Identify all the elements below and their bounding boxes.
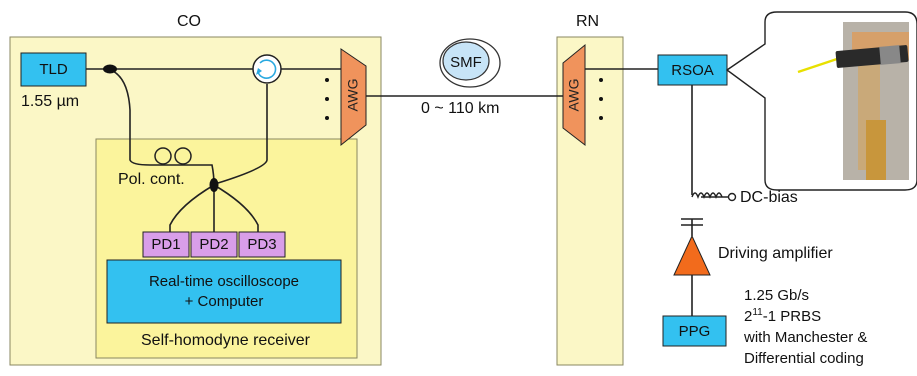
pd1-label: PD1 bbox=[151, 236, 181, 253]
awg-port-dots bbox=[325, 78, 603, 120]
pd3-label: PD3 bbox=[247, 236, 277, 253]
pd1-box bbox=[142, 231, 190, 258]
ppg-settings: 1.25 Gb/s 211-1 PRBS with Manchester & D… bbox=[744, 285, 867, 369]
wavelength-label: 1.55 µm bbox=[21, 93, 80, 110]
ppg-box bbox=[662, 315, 727, 347]
smf-label: SMF bbox=[450, 53, 482, 71]
pd3-box bbox=[238, 231, 286, 258]
distance-label: 0 ~ 110 km bbox=[421, 100, 500, 117]
rn-label: RN bbox=[576, 13, 600, 30]
capacitor-icon bbox=[681, 218, 703, 226]
pd2-label: PD2 bbox=[199, 236, 229, 253]
oscilloscope-label: Real-time oscilloscope + Computer bbox=[107, 260, 341, 323]
prbs-text: 211-1 PRBS bbox=[744, 307, 822, 326]
awg-co-shape bbox=[340, 48, 367, 147]
tld-box bbox=[20, 52, 87, 87]
awg-co-label: AWG bbox=[344, 78, 361, 112]
coding-text-1: with Manchester & bbox=[744, 329, 868, 346]
rsoa-package-photo bbox=[725, 11, 917, 191]
co-label: CO bbox=[177, 13, 201, 30]
circulator-icon bbox=[252, 54, 282, 84]
polarization-controller-icon bbox=[154, 147, 192, 165]
rsoa-box bbox=[657, 54, 728, 86]
receiver-label: Self-homodyne receiver bbox=[141, 332, 310, 349]
coding-text-2: Differential coding bbox=[744, 350, 864, 367]
dc-bias-label: DC-bias bbox=[740, 189, 798, 206]
driving-amplifier-label: Driving amplifier bbox=[718, 245, 833, 262]
tld-label: TLD bbox=[39, 61, 68, 78]
fiber-coupler-icon bbox=[103, 64, 117, 74]
awg-rn-shape bbox=[562, 43, 586, 147]
pd2-box bbox=[190, 231, 238, 258]
driving-amplifier-triangle bbox=[673, 234, 711, 276]
oscilloscope-line-2: + Computer bbox=[184, 292, 264, 310]
oscilloscope-line-1: Real-time oscilloscope bbox=[148, 272, 300, 290]
awg-rn-label: AWG bbox=[565, 78, 582, 112]
rsoa-label: RSOA bbox=[671, 61, 714, 79]
fiber-spool-icon bbox=[439, 38, 501, 88]
fiber-coupler-icon bbox=[209, 178, 219, 192]
bitrate-text: 1.25 Gb/s bbox=[744, 287, 810, 304]
pol-cont-label: Pol. cont. bbox=[118, 171, 185, 188]
ppg-label: PPG bbox=[678, 322, 711, 340]
oscilloscope-box bbox=[106, 259, 342, 324]
inductor-icon bbox=[691, 192, 737, 202]
